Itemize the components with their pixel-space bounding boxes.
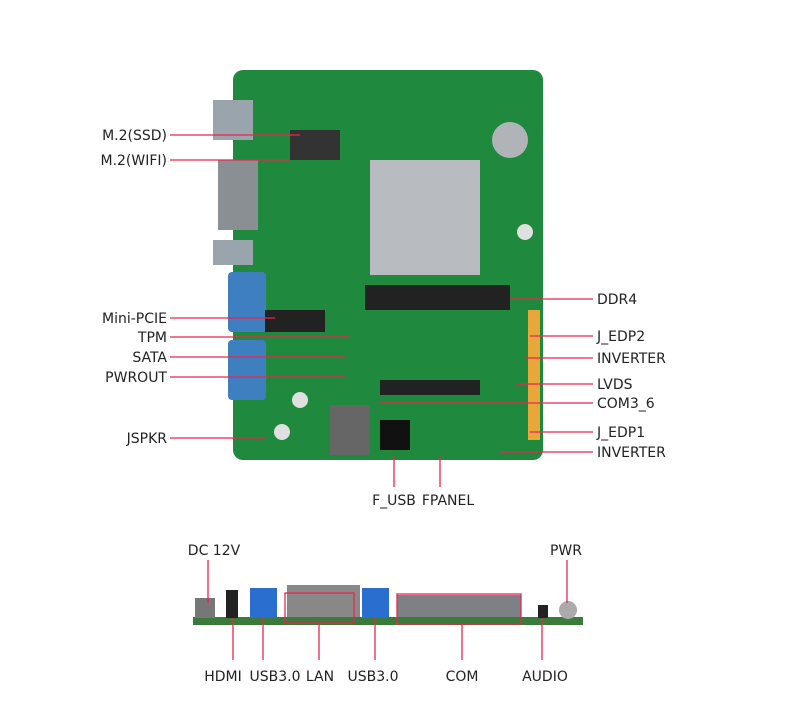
label-pwr: PWR [550,543,582,559]
under-callouts: F_USB FPANEL [372,455,474,509]
label-jspkr: JSPKR [126,431,168,447]
label-m2-ssd: M.2(SSD) [102,128,167,144]
label-pwrout: PWROUT [105,370,167,386]
label-lvds: LVDS [597,377,633,393]
label-ddr4: DDR4 [597,292,637,308]
label-inverter-1: INVERTER [597,351,666,367]
label-com3-6: COM3_6 [597,396,655,412]
label-m2-wifi: M.2(WIFI) [100,153,167,169]
left-callouts: M.2(SSD) M.2(WIFI) Mini-PCIE TPM SATA PW… [100,128,350,447]
label-fpanel: FPANEL [422,493,474,509]
label-com: COM [446,669,479,685]
label-inverter-2: INVERTER [597,445,666,461]
label-j-edp1: J_EDP1 [596,425,645,441]
label-usb30-2: USB3.0 [347,669,398,685]
label-hdmi: HDMI [204,669,242,685]
label-usb30-1: USB3.0 [249,669,300,685]
label-f-usb: F_USB [372,493,416,509]
label-audio: AUDIO [522,669,568,685]
label-dc12v: DC 12V [188,543,241,559]
label-j-edp2: J_EDP2 [596,329,645,345]
io-panel-side-view: DC 12V PWR HDMI USB3.0 LAN USB3.0 COM AU… [188,543,583,685]
label-lan: LAN [306,669,334,685]
label-mini-pcie: Mini-PCIE [102,311,167,327]
label-sata: SATA [132,350,167,366]
label-tpm: TPM [137,330,167,346]
right-callouts: DDR4 J_EDP2 INVERTER LVDS COM3_6 J_EDP1 … [380,292,666,461]
motherboard-top-view [213,70,543,460]
